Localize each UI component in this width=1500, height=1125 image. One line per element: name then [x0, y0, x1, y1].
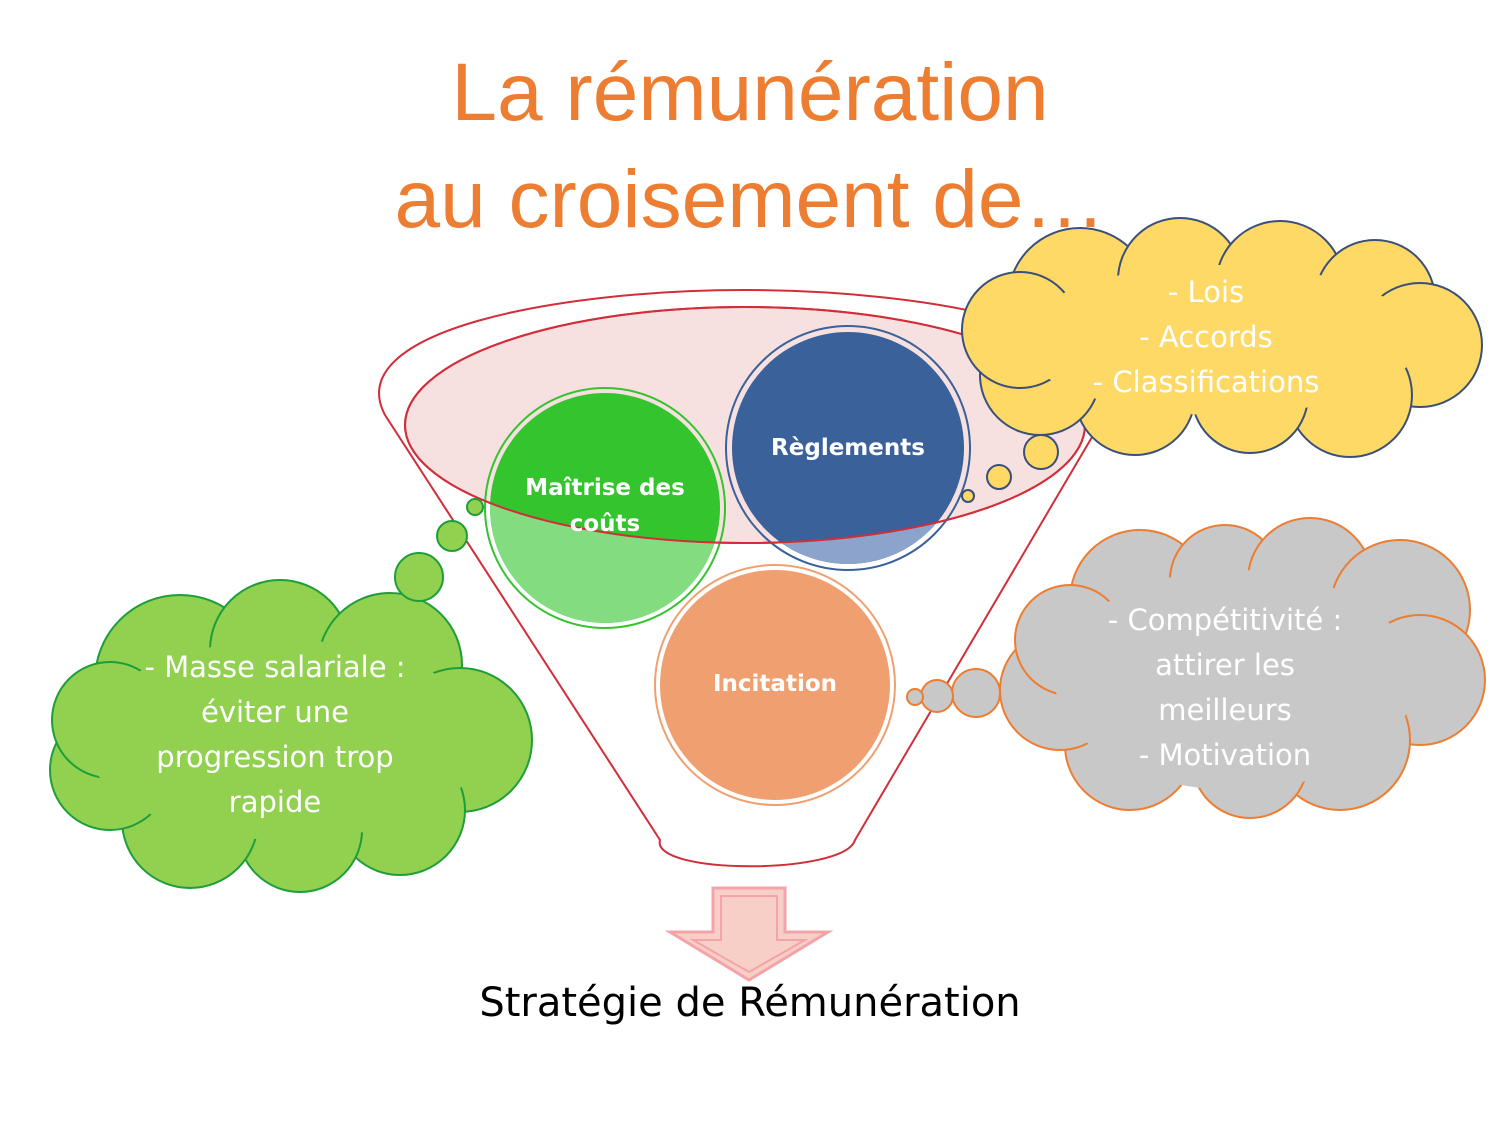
costs-cloud-line: progression trop — [156, 740, 394, 774]
incentive-cloud-line: - Compétitivité : — [1107, 603, 1343, 637]
title-line-2: au croisement de… — [394, 153, 1106, 245]
rules-cloud-text: - Lois - Accords - Classifications — [1056, 270, 1356, 405]
rules-cloud-line: - Classifications — [1092, 365, 1320, 399]
costs-label: Maîtrise des coûts — [525, 475, 685, 537]
rules-circle — [732, 332, 964, 564]
costs-cloud-text: - Masse salariale : éviter une progressi… — [125, 645, 425, 825]
incentive-cloud-line: - Motivation — [1138, 738, 1312, 772]
incentive-cloud-line: meilleurs — [1158, 693, 1292, 727]
down-arrow-icon — [664, 886, 834, 982]
incentive-label: Incitation — [712, 671, 838, 697]
rules-cloud-line: - Accords — [1139, 320, 1273, 354]
incentive-circle — [660, 570, 890, 800]
rules-cloud-line: - Lois — [1167, 275, 1245, 309]
incentive-cloud-text: - Compétitivité : attirer les meilleurs … — [1075, 598, 1375, 778]
rules-label: Règlements — [771, 435, 925, 461]
costs-circle-ring — [484, 387, 726, 629]
incentive-cloud-line: attirer les — [1155, 648, 1295, 682]
title-line-1: La rémunération — [451, 47, 1049, 138]
slide-title: La rémunération au croisement de… — [0, 40, 1500, 253]
costs-cloud-line: rapide — [228, 785, 322, 819]
rules-circle-ring — [725, 325, 971, 571]
costs-cloud-line: - Masse salariale : — [144, 650, 406, 684]
incentive-circle-ring — [654, 564, 896, 806]
costs-cloud-line: éviter une — [200, 695, 350, 729]
outcome-text: Stratégie de Rémunération — [479, 980, 1021, 1026]
